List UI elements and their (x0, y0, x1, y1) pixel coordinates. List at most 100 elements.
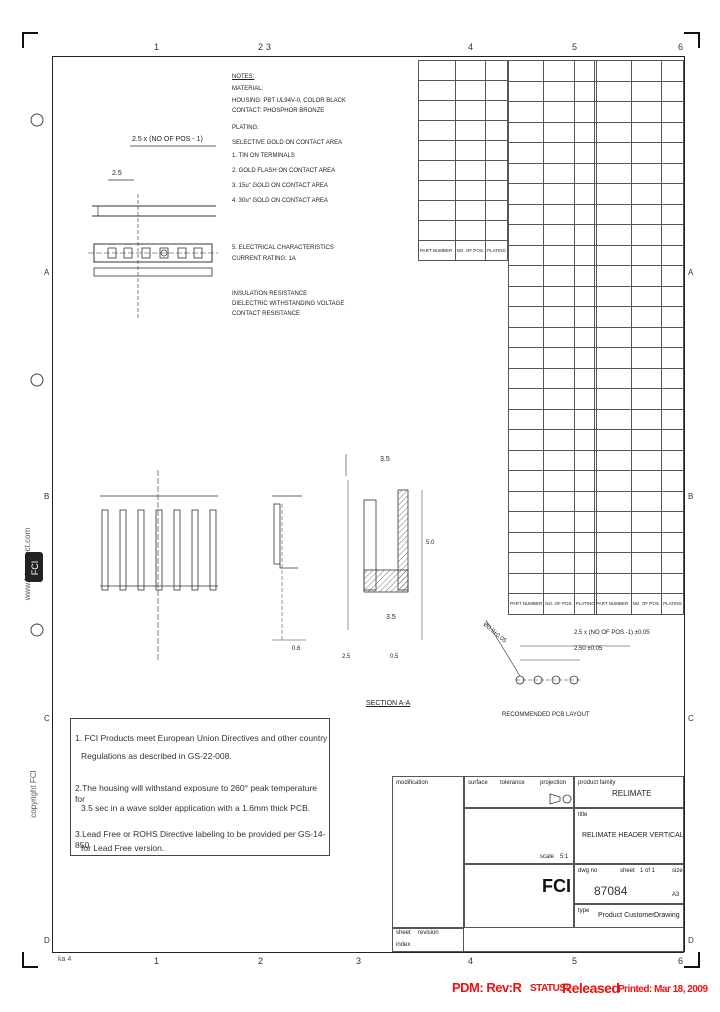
zone-bottom-3: 3 (356, 956, 362, 966)
part-table-cell (594, 449, 632, 471)
part-table-cell (507, 511, 545, 533)
zone-bottom-6: 6 (678, 956, 684, 966)
part-table-cell (507, 572, 545, 594)
part-table-cell (573, 265, 597, 287)
fci-logo-text: FCI (542, 876, 571, 896)
part-table-row (594, 121, 684, 143)
connector-top-view (88, 145, 218, 318)
part-table-cell (507, 552, 545, 574)
part-table-cell (594, 388, 632, 410)
dim-3-5-bottom: 3.5 (386, 614, 396, 621)
part-table-cell (573, 531, 597, 553)
part-table-cell (630, 101, 663, 123)
part-table-row (507, 203, 597, 225)
part-table-row (507, 388, 597, 410)
printed-date: Printed: Mar 18, 2009 (618, 984, 708, 995)
part-table-cell (543, 326, 575, 348)
zone-left-b: B (44, 492, 50, 501)
part-table-cell (630, 80, 663, 102)
part-table-cell (661, 531, 684, 553)
part-table-row (507, 326, 597, 348)
part-table-cell (594, 490, 632, 512)
tb-mod-col (392, 776, 464, 928)
part-table-cell (507, 265, 545, 287)
part-table-row (507, 306, 597, 328)
part-table-row (507, 60, 597, 82)
pcb-layout (485, 620, 630, 685)
part-table-cell (573, 572, 597, 594)
part-table-row (594, 326, 684, 348)
part-table-row (507, 470, 597, 492)
frame-top (52, 56, 684, 57)
zone-right-d: D (688, 936, 694, 945)
part-table-cell (418, 80, 456, 101)
frame-bottom (52, 952, 684, 953)
part-table-cell (573, 490, 597, 512)
zone-left-c: C (44, 714, 50, 723)
part-table-cell (507, 101, 545, 123)
part-table-cell (630, 244, 663, 266)
part-table-cell (543, 162, 575, 184)
part-table-cell (573, 552, 597, 574)
part-table-cell: NO. OF POS. (543, 593, 575, 615)
part-table-row (594, 265, 684, 287)
part-table-cell (543, 572, 575, 594)
part-table-cell (594, 101, 632, 123)
part-table-row (507, 429, 597, 451)
part-table-row (507, 142, 597, 164)
title-value: RELIMATE HEADER VERTICAL (582, 832, 684, 839)
revision-label: revision (418, 930, 439, 936)
corner-bottom-right (684, 952, 700, 968)
part-table-row (507, 347, 597, 369)
title-label: title (578, 812, 588, 818)
part-table-cell (454, 200, 487, 221)
size-value: A3 (672, 892, 680, 898)
pcb-pitch-total: 2.5 x (NO OF POS -1) ±0.05 (574, 630, 650, 636)
part-table-cell (485, 120, 508, 141)
part-table-cell (454, 60, 487, 81)
part-table-cell (507, 285, 545, 307)
part-table-row (594, 285, 684, 307)
part-table-row (507, 531, 597, 553)
part-table-cell (507, 244, 545, 266)
part-table-cell (661, 285, 684, 307)
part-table-row (507, 183, 597, 205)
part-table-row (507, 265, 597, 287)
part-table-cell (507, 326, 545, 348)
part-table-cell (485, 80, 508, 101)
part-table-cell (661, 367, 684, 389)
part-table-cell (630, 429, 663, 451)
part-table-cell (594, 224, 632, 246)
part-table-cell (573, 511, 597, 533)
part-table-cell (507, 224, 545, 246)
part-table-row (418, 120, 508, 141)
part-table-cell (594, 265, 632, 287)
part-table-cell (661, 244, 684, 266)
part-table-row (594, 142, 684, 164)
zone-right-a: A (688, 268, 694, 277)
note-line: MATERIAL: (232, 86, 264, 92)
part-table-cell (594, 531, 632, 553)
part-table-cell (573, 224, 597, 246)
zone-left-a: A (44, 268, 50, 277)
part-table-cell (573, 470, 597, 492)
pitch-total-label: 2.5 x (NO OF POS - 1) (132, 136, 203, 143)
part-table-cell (543, 388, 575, 410)
part-table-cell (594, 203, 632, 225)
zone-top-4: 4 (468, 42, 474, 52)
part-table-cell (543, 142, 575, 164)
legal-line-5: 3.Lead Free or ROHS Directive labeling t… (75, 829, 326, 850)
part-table-cell: NO. OF POS. (454, 240, 487, 261)
part-table-cell (630, 531, 663, 553)
part-table-cell (573, 326, 597, 348)
part-table-cell (543, 531, 575, 553)
part-table-cell (573, 203, 597, 225)
dwg-no-value: 87084 (594, 884, 628, 898)
part-table-cell (507, 470, 545, 492)
part-table-cell (661, 572, 684, 594)
zone-bottom-5: 5 (572, 956, 578, 966)
part-table-cell (454, 180, 487, 201)
dim-5-0: 5.0 (426, 540, 435, 546)
part-table-cell (543, 265, 575, 287)
part-table-cell (661, 203, 684, 225)
